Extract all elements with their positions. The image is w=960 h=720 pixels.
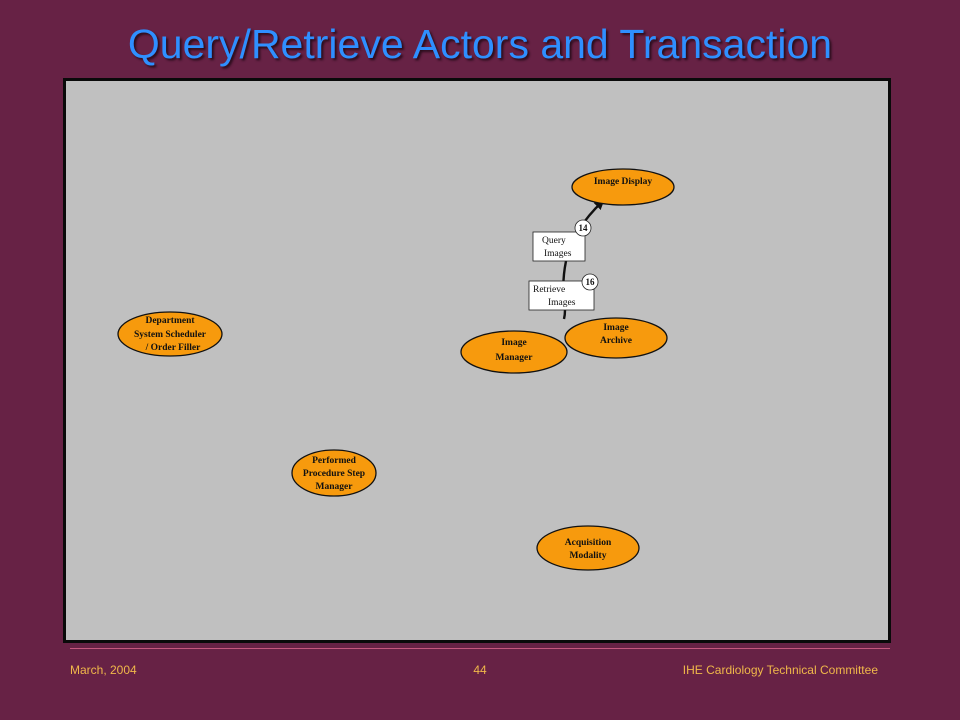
actor-label-line: Procedure Step (303, 469, 365, 479)
actor-diagram: Image Display Query Images 14 Retrieve I… (117, 168, 675, 571)
footer-page-number: 44 (473, 663, 487, 677)
actor-label-line: Performed (312, 456, 356, 466)
actor-label-line: Image (501, 338, 526, 348)
svg-text:14: 14 (579, 223, 589, 233)
footer-committee: IHE Cardiology Technical Committee (682, 663, 878, 677)
actor-label-line: Image (603, 323, 628, 333)
actor-label-line: / Order Filler (145, 343, 201, 353)
transaction-label-line: Images (544, 249, 572, 259)
transaction-label-line: Images (548, 298, 576, 308)
actor-image-manager[interactable]: Image Manager (460, 330, 568, 374)
actor-image-archive[interactable]: Image Archive (564, 317, 668, 359)
diagram-panel: Image Display Query Images 14 Retrieve I… (63, 78, 891, 643)
transaction-query-images[interactable]: Query Images (532, 231, 586, 262)
actor-label-line: Image Display (594, 177, 653, 187)
actor-label-line: Modality (570, 551, 607, 561)
svg-text:16: 16 (586, 277, 596, 287)
actor-label-line: Acquisition (565, 538, 612, 548)
actor-performed-procedure-step-manager[interactable]: Performed Procedure Step Manager (291, 449, 377, 497)
slide-title: Query/Retrieve Actors and Transaction (127, 21, 833, 67)
transaction-number-badge: 14 (574, 219, 592, 237)
actor-label-line: System Scheduler (134, 330, 207, 340)
actor-image-display[interactable]: Image Display (571, 168, 675, 206)
transaction-number-badge: 16 (581, 273, 599, 291)
transaction-retrieve-images[interactable]: Retrieve Images (528, 280, 595, 311)
footer-divider (70, 648, 890, 649)
actor-label-line: Department (145, 316, 195, 326)
footer-date: March, 2004 (70, 663, 137, 677)
actor-label-line: Archive (600, 336, 632, 346)
actor-label-line: Manager (316, 482, 354, 492)
transaction-label-line: Query (542, 236, 566, 246)
actor-label-line: Manager (496, 353, 534, 363)
actor-acquisition-modality[interactable]: Acquisition Modality (536, 525, 640, 571)
transaction-label-line: Retrieve (533, 285, 565, 295)
actor-department-system-scheduler[interactable]: Department System Scheduler / Order Fill… (117, 311, 223, 357)
